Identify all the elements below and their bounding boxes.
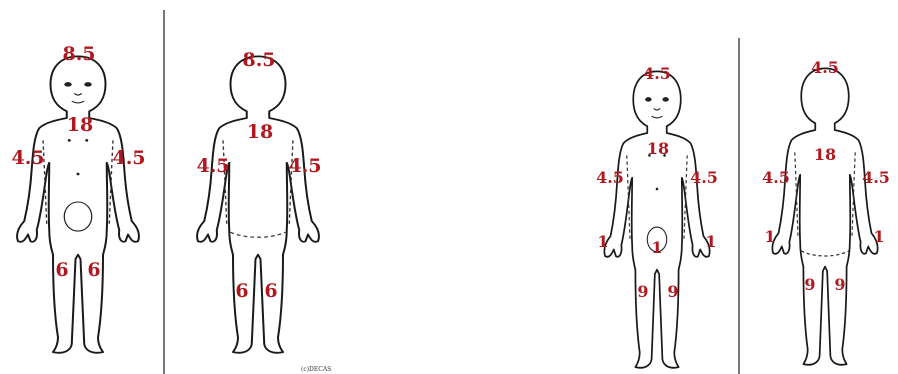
adult-back-hand-left-label: 1 [764,227,775,246]
copyright-credit: (c)DECAS [301,366,331,373]
child-front-leg-right-label: 6 [87,259,100,281]
child-front-leg-left-label: 6 [55,259,68,281]
adult-back-leg-left-label: 9 [804,275,815,294]
child-back-figure [197,56,319,352]
adult-back-head-label: 4.5 [811,58,839,77]
child-front-head-label: 8.5 [62,43,95,65]
adult-back-trunk-label: 18 [814,145,836,164]
adult-front-hand-right-label: 1 [705,232,716,251]
adult-front-leg-left-label: 9 [637,282,648,301]
child-back-trunk-label: 18 [247,121,273,143]
adult-front-arm-right-label: 4.5 [690,168,718,187]
child-back-head-label: 8.5 [242,49,275,71]
adult-back-figure [772,68,877,364]
adult-front-groin-label: 1 [651,238,662,257]
adult-back-hand-right-label: 1 [873,227,884,246]
adult-front-arm-left-label: 4.5 [596,168,624,187]
adult-back-arm-left-label: 4.5 [762,168,790,187]
adult-front-trunk-label: 18 [647,139,669,158]
child-back-leg-right-label: 6 [264,280,277,302]
child-front-trunk-label: 18 [67,114,93,136]
child-back-arm-right-label: 4.5 [288,155,321,177]
adult-front-leg-right-label: 9 [667,282,678,301]
adult-front-hand-left-label: 1 [597,232,608,251]
adult-back-leg-right-label: 9 [834,275,845,294]
child-front-figure [17,56,139,352]
adult-front-head-label: 4.5 [643,64,671,83]
child-back-leg-left-label: 6 [235,280,248,302]
child-back-arm-left-label: 4.5 [196,155,229,177]
adult-back-arm-right-label: 4.5 [862,168,890,187]
adult-front-figure [604,71,709,367]
child-front-arm-right-label: 4.5 [112,147,145,169]
child-front-arm-left-label: 4.5 [11,147,44,169]
